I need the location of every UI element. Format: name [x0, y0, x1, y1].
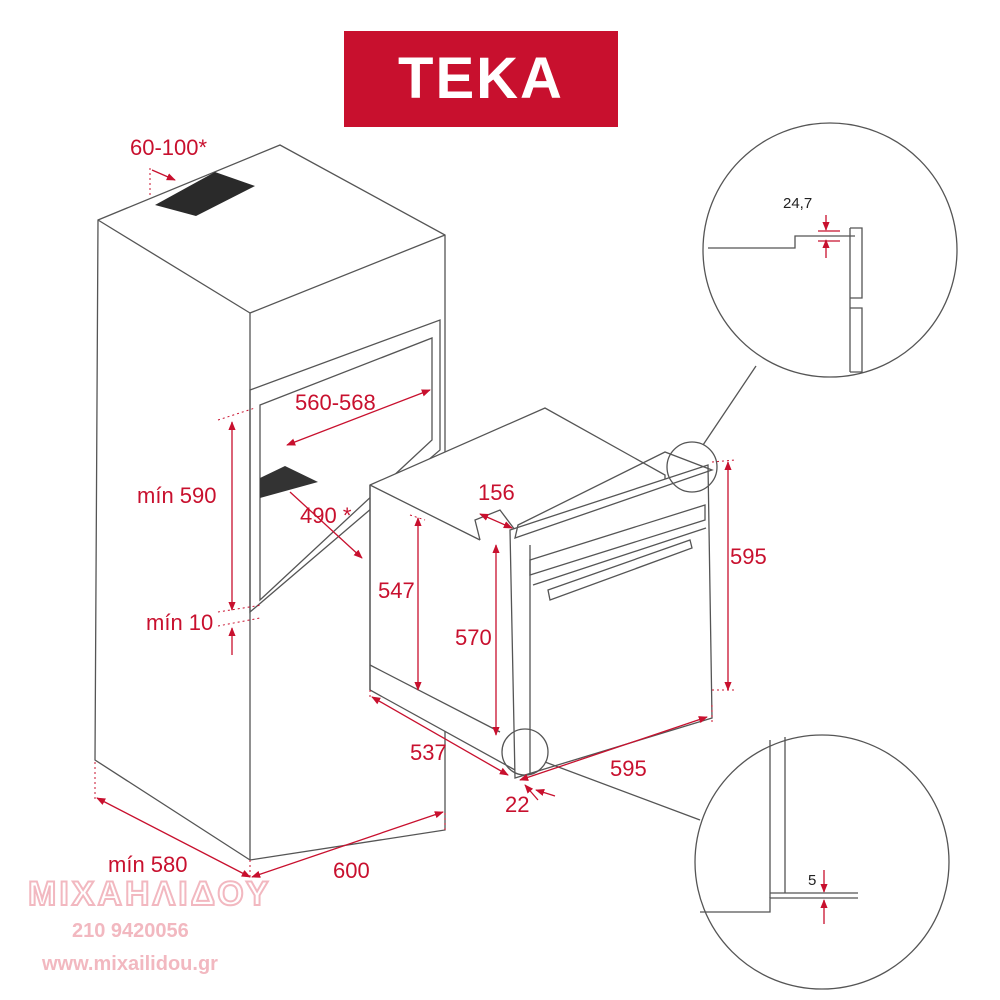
label-detail-top: 24,7 [783, 195, 812, 212]
detail-top: 24,7 [666, 122, 958, 493]
detail-bottom: 5 [501, 728, 950, 990]
watermark-website: www.mixailidou.gr [41, 953, 218, 975]
label-cabinet-depth: 600 [333, 858, 370, 883]
label-oven-body-height: 547 [378, 578, 415, 603]
label-niche-width: 560-568 [295, 390, 376, 415]
label-niche-depth: 490 * [300, 503, 352, 528]
niche-shelf [260, 466, 318, 498]
label-niche-height: mín 590 [137, 483, 217, 508]
teka-logo: TEKA [344, 31, 618, 127]
label-vent-opening: 60-100* [130, 135, 208, 160]
label-oven-inner-height: 570 [455, 625, 492, 650]
label-oven-front-width: 595 [610, 756, 647, 781]
watermark: ΜΙΧΑΗΛΙΔΟΥ 210 9420056 www.mixailidou.gr [27, 874, 271, 975]
vent-opening [155, 172, 255, 216]
watermark-name: ΜΙΧΑΗΛΙΔΟΥ [28, 875, 271, 913]
label-oven-front-height: 595 [730, 544, 767, 569]
watermark-phone: 210 9420056 [72, 920, 189, 942]
label-niche-bottom: mín 10 [146, 610, 213, 635]
label-detail-bottom: 5 [808, 872, 816, 889]
dimension-labels: 60-100* 560-568 mín 590 490 * mín 10 mín… [108, 135, 767, 883]
tall-cabinet [94, 144, 446, 861]
dimension-lines [94, 168, 736, 880]
brand-name: TEKA [398, 46, 564, 111]
oven-unit [369, 407, 714, 779]
label-front-offset: 156 [478, 480, 515, 505]
label-cabinet-width: mín 580 [108, 852, 188, 877]
label-oven-body-depth: 537 [410, 740, 447, 765]
label-door-thickness: 22 [505, 792, 529, 817]
